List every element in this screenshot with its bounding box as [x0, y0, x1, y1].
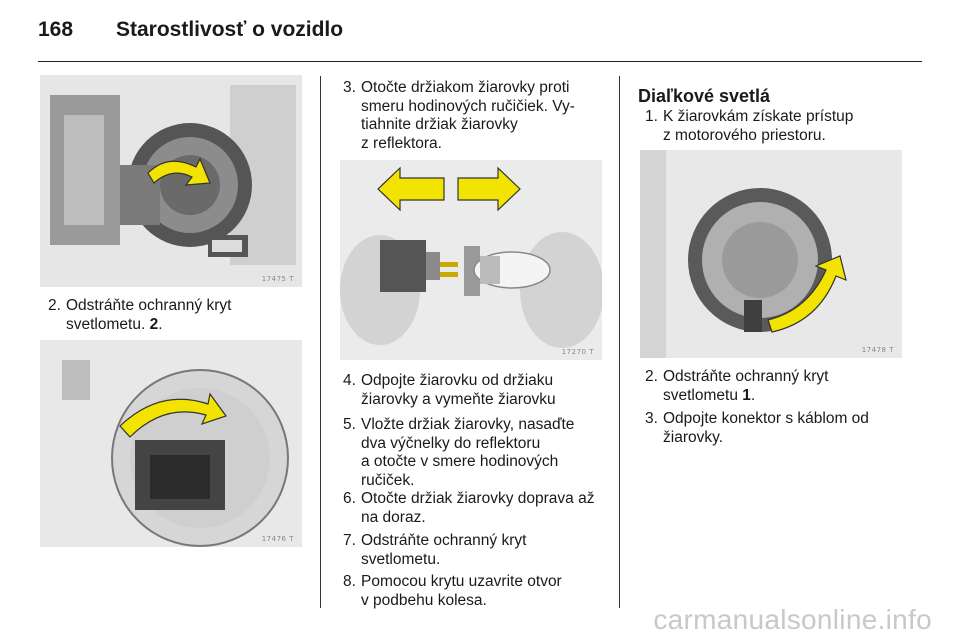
step-number: 2. [645, 368, 658, 385]
page-number: 168 [38, 18, 74, 41]
page-header: 168 Starostlivosť o vozidlo [38, 18, 343, 48]
step-item: 7. Odstráňte ochranný kryt svetlometu. [343, 532, 613, 569]
figure-high-beam: 17478 T [640, 150, 902, 358]
step-text: Odstráňte ochranný kryt svetlometu. [361, 532, 527, 568]
figure-bulb-replacement: 17270 T [340, 160, 602, 360]
right-arrow-icon [457, 166, 521, 212]
step-text: Odstráňte ochranný kryt svetlometu. 2. [66, 297, 232, 333]
bulb-holder-illustration [40, 340, 302, 547]
step-text: Vložte držiak žiarovky, nasaďte dva výčn… [361, 416, 575, 489]
step-text: K žiarovkám získate prístup z motorového… [663, 108, 854, 144]
step-item: 2. Odstráňte ochranný kryt svetlometu. 2… [48, 297, 313, 334]
watermark: carmanualsonline.info [653, 604, 932, 635]
headlamp-illustration [40, 75, 302, 287]
header-rule [38, 61, 922, 62]
step-number: 5. [343, 416, 356, 433]
high-beam-illustration [640, 150, 902, 358]
left-arrow-icon [377, 166, 445, 212]
step-item: 6. Otočte držiak žiarovky doprava až na … [343, 490, 615, 527]
figure-number: 17478 T [861, 346, 894, 354]
step-number: 8. [343, 573, 356, 590]
step-number: 7. [343, 532, 356, 549]
page-title: Starostlivosť o vozidlo [116, 18, 344, 41]
rotate-arrow-icon [119, 392, 227, 438]
step-text: Odstráňte ochranný kryt svetlometu 1. [663, 368, 829, 404]
column-divider-2 [619, 76, 620, 608]
step-number: 1. [645, 108, 658, 125]
step-item: 1. K žiarovkám získate prístup z motorov… [645, 108, 915, 145]
step-text: Pomocou krytu uzavrite otvor v podbehu k… [361, 573, 562, 609]
rotate-arrow-icon [147, 157, 211, 186]
step-item: 4. Odpojte žiarovku od držiaku žiarovky … [343, 372, 613, 409]
step-number: 3. [343, 79, 356, 96]
step-number: 3. [645, 410, 658, 427]
step-item: 3. Odpojte konektor s káblom od žiarovky… [645, 410, 915, 447]
step-text: Otočte držiak žiarovky doprava až na dor… [361, 490, 595, 526]
step-item: 2. Odstráňte ochranný kryt svetlometu 1. [645, 368, 915, 405]
step-text: Otočte držiakom žiarovky proti smeru hod… [361, 79, 575, 152]
section-title: Diaľkové svetlá [638, 86, 771, 106]
figure-number: 17476 T [261, 535, 294, 543]
step-item: 5. Vložte držiak žiarovky, nasaďte dva v… [343, 416, 613, 490]
step-text: Odpojte žiarovku od držiaku žiarovky a v… [361, 372, 556, 408]
step-number: 4. [343, 372, 356, 389]
step-item: 3. Otočte držiakom žiarovky proti smeru … [343, 79, 613, 153]
step-text: Odpojte konektor s káblom od žiarovky. [663, 410, 869, 446]
step-item: 8. Pomocou krytu uzavrite otvor v podbeh… [343, 573, 613, 610]
figure-number: 17270 T [561, 348, 594, 356]
column-divider-1 [320, 76, 321, 608]
step-number: 2. [48, 297, 61, 314]
rotate-arrow-icon [767, 255, 847, 333]
bulb-replacement-illustration [340, 160, 602, 360]
figure-bulb-holder: 17476 T [40, 340, 302, 547]
figure-number: 17475 T [261, 275, 294, 283]
step-number: 6. [343, 490, 356, 507]
figure-headlamp-cover: 17475 T [40, 75, 302, 287]
